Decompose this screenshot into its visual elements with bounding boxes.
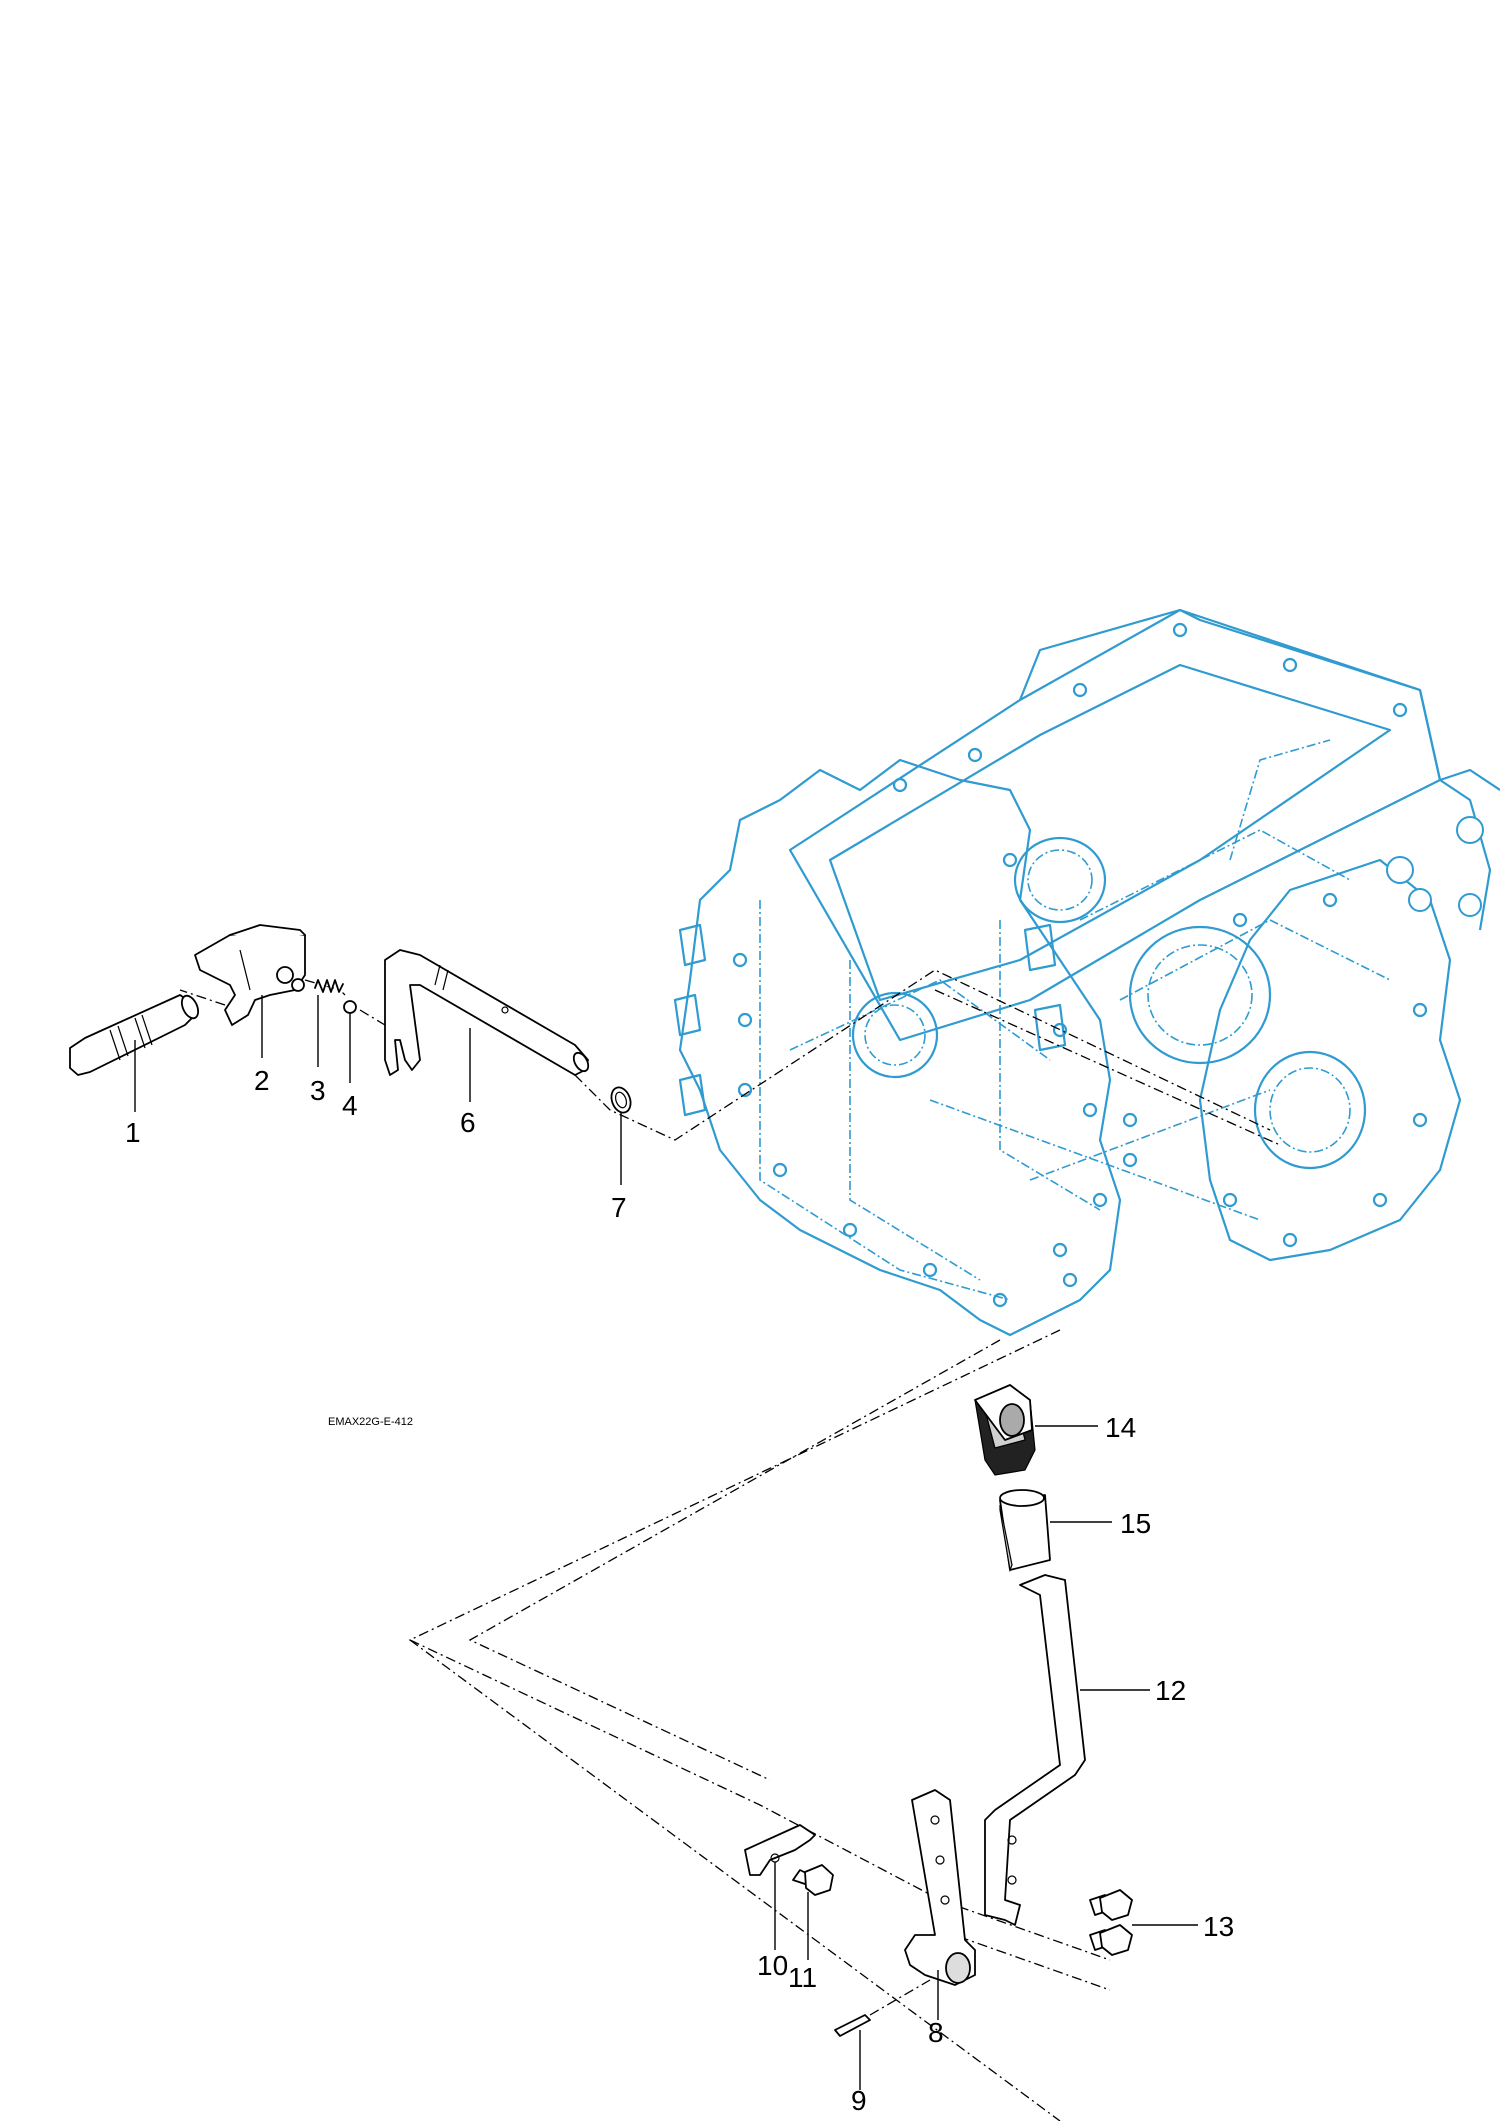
callout-14: 14 <box>1105 1412 1136 1443</box>
part-3-spring <box>314 979 344 993</box>
part-14-lever-knob <box>974 1384 1036 1476</box>
callout-2: 2 <box>254 1065 270 1096</box>
part-2-shift-fork <box>194 924 306 1026</box>
part-9-pin <box>834 2014 871 2037</box>
part-11-bolt <box>792 1864 834 1896</box>
callout-15: 15 <box>1120 1508 1151 1539</box>
part-1-shift-rod <box>69 994 200 1076</box>
callout-12: 12 <box>1155 1675 1186 1706</box>
callout-11: 11 <box>788 1962 817 1993</box>
callout-4: 4 <box>342 1090 358 1121</box>
part-8-lever-arm <box>904 1789 976 1986</box>
housing-bolt-holes <box>732 622 1428 1308</box>
part-4-ball <box>343 1000 357 1014</box>
part-7-o-ring <box>610 1086 632 1114</box>
callout-1: 1 <box>125 1117 141 1148</box>
callout-6: 6 <box>460 1107 476 1138</box>
assembly-lines <box>179 969 1281 2121</box>
callout-3: 3 <box>310 1075 326 1106</box>
part-6-shift-shaft <box>384 949 590 1076</box>
callout-8: 8 <box>928 2017 944 2048</box>
callout-13: 13 <box>1203 1911 1234 1942</box>
leader-lines <box>134 995 1198 2090</box>
part-12-shift-lever <box>984 1574 1086 1926</box>
callout-10: 10 <box>757 1950 788 1981</box>
callout-9: 9 <box>851 2085 867 2116</box>
callout-labels: 1 2 3 4 6 7 14 15 12 13 10 11 8 9 <box>125 1065 1234 2116</box>
callout-7: 7 <box>611 1192 627 1223</box>
transmission-housing <box>673 608 1500 1337</box>
part-13-bolts <box>1089 1889 1133 1956</box>
part-15-sleeve <box>999 1489 1051 1573</box>
part-10-plate <box>744 1824 816 1876</box>
drawing-code: EMAX22G-E-412 <box>328 1416 413 1428</box>
